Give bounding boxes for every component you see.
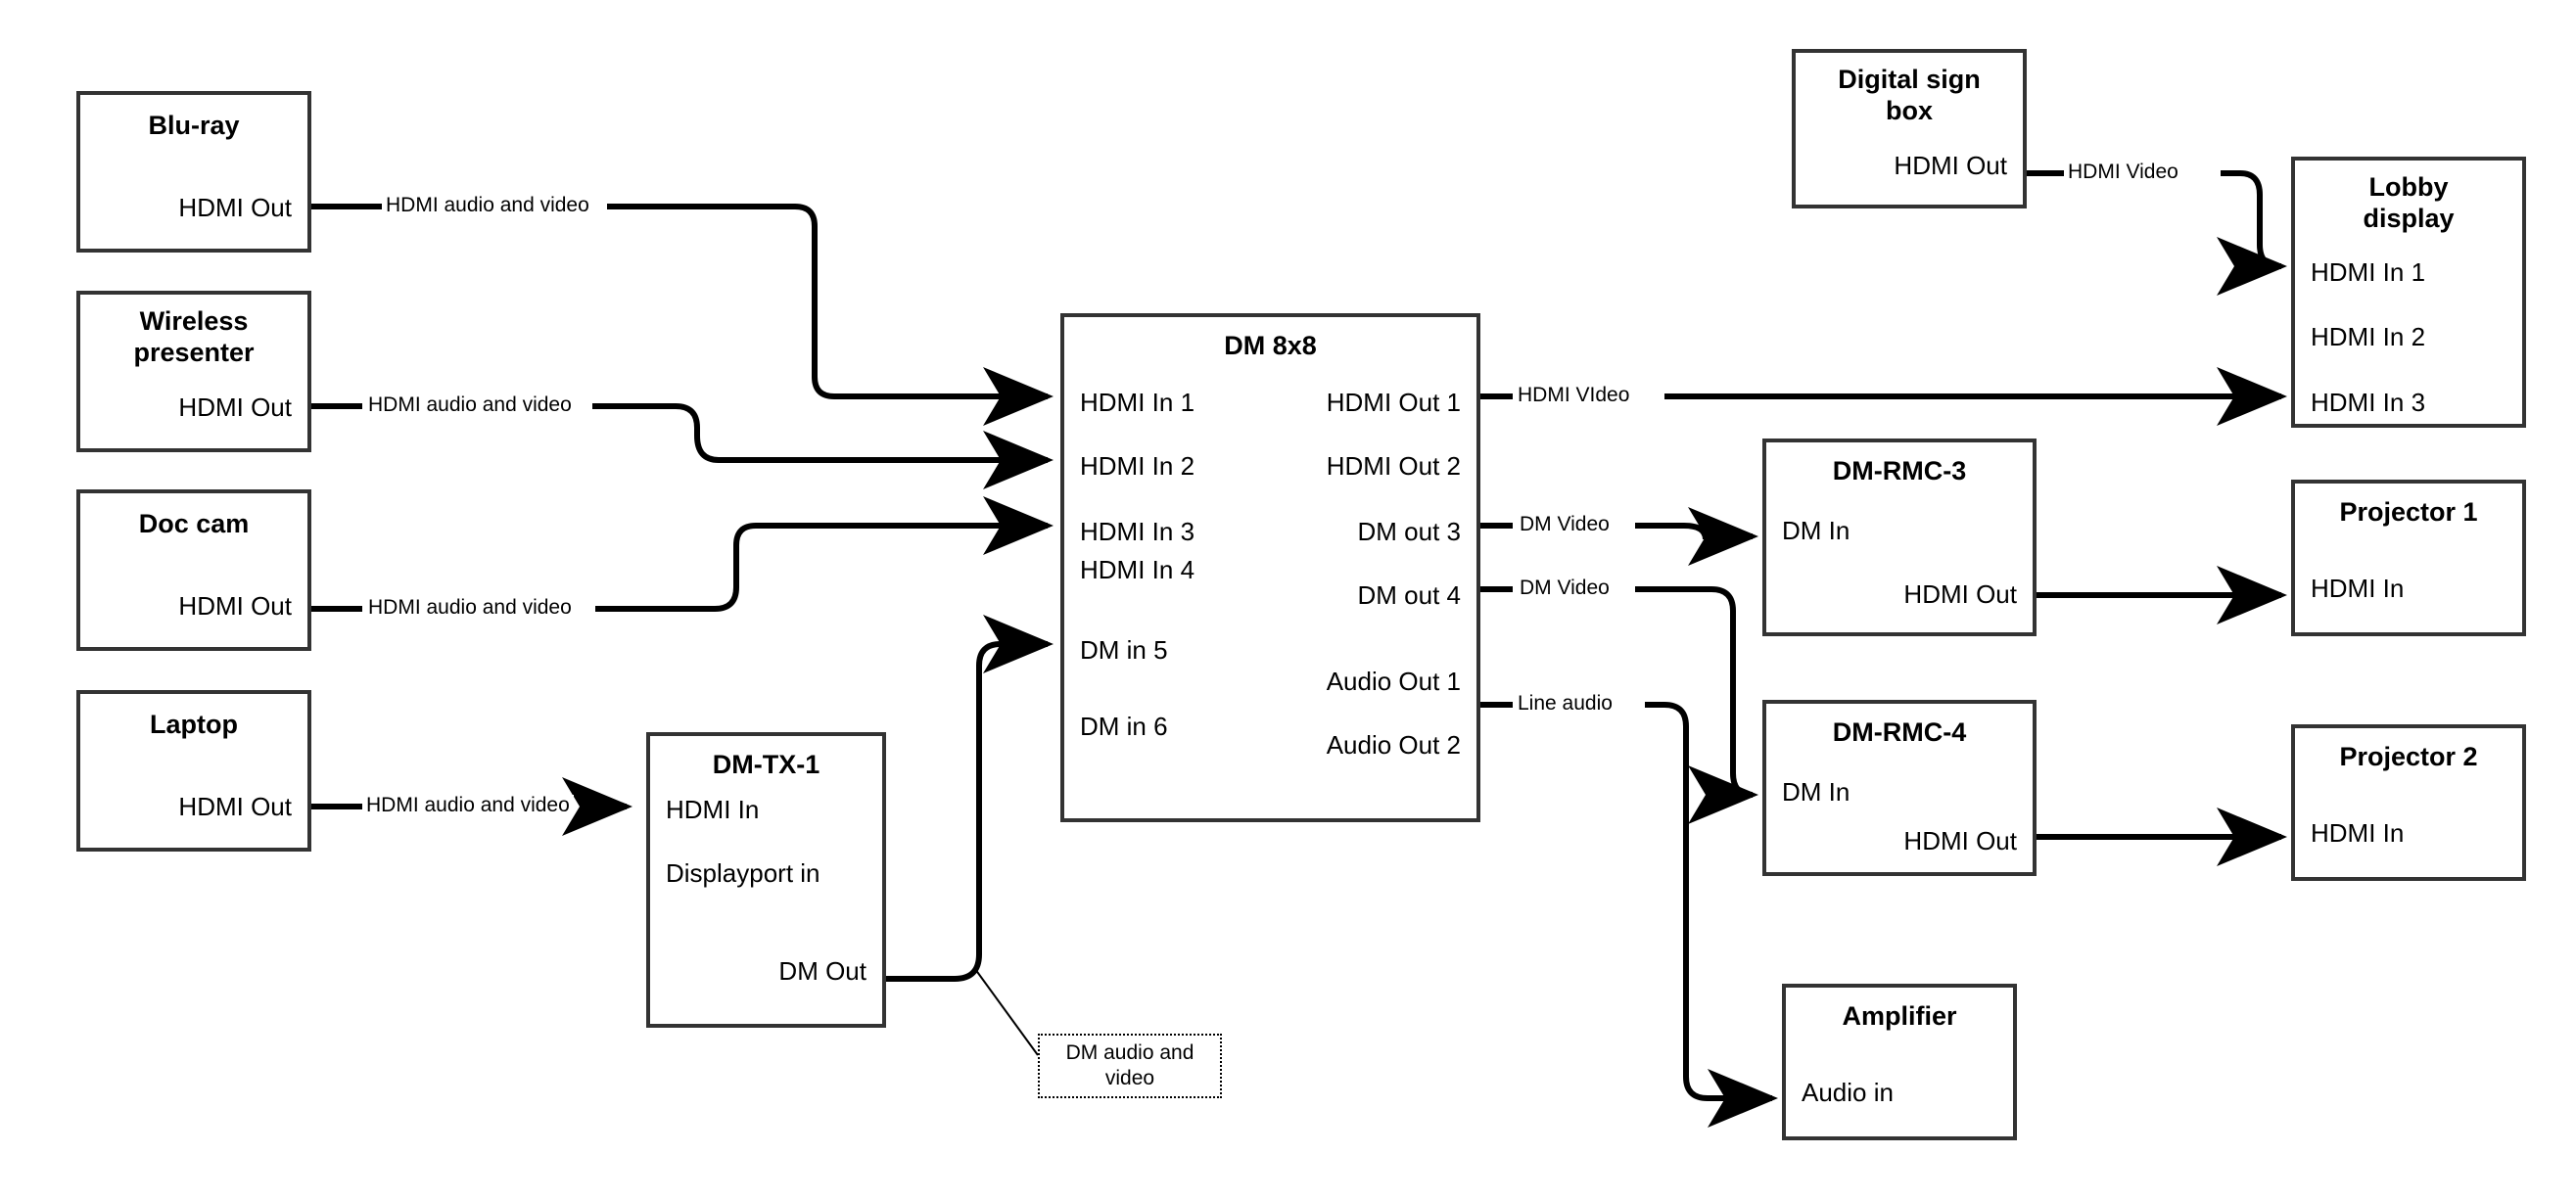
node-title: Projector 1	[2339, 497, 2478, 527]
node-doc-cam[interactable]: Doc cam HDMI Out	[76, 489, 311, 651]
port-hdmi-out-2: HDMI Out 2	[1326, 451, 1461, 481]
wire-label-signbox: HDMI Video	[2064, 162, 2182, 182]
port-hdmi-in: HDMI In	[2311, 574, 2405, 603]
node-title: DM 8x8	[1224, 331, 1317, 360]
port-dm-in: DM In	[1782, 516, 1850, 545]
node-amplifier[interactable]: Amplifier Audio in	[1782, 984, 2017, 1140]
node-title: DM-TX-1	[712, 750, 820, 779]
node-lobby-display[interactable]: Lobby display HDMI In 1 HDMI In 2 HDMI I…	[2291, 157, 2526, 428]
port-hdmi-in-3: HDMI In 3	[2311, 388, 2426, 417]
node-digital-sign-box[interactable]: Digital sign box HDMI Out	[1792, 49, 2027, 208]
node-title: Doc cam	[138, 509, 250, 538]
port-hdmi-out-1: HDMI Out 1	[1326, 388, 1461, 417]
port-dm-in-6: DM in 6	[1080, 712, 1168, 741]
node-title: DM-RMC-4	[1832, 717, 1967, 747]
node-title: Projector 2	[2339, 742, 2478, 771]
node-title: Blu-ray	[148, 111, 240, 140]
node-dm-tx-1[interactable]: DM-TX-1 HDMI In Displayport in DM Out	[646, 732, 886, 1028]
port-audio-out-1: Audio Out 1	[1326, 667, 1461, 696]
node-title: Laptop	[150, 710, 238, 739]
wire-dm-audio1-to-amplifier	[1480, 702, 1772, 1098]
node-title: Digital sign box	[1838, 65, 1981, 125]
port-dm-in: DM In	[1782, 777, 1850, 807]
wire-label-audio-out1: Line audio	[1514, 693, 1616, 714]
node-bluray[interactable]: Blu-ray HDMI Out	[76, 91, 311, 253]
node-dm-rmc-3[interactable]: DM-RMC-3 DM In HDMI Out	[1762, 439, 2037, 636]
port-dm-out: DM Out	[778, 956, 866, 986]
node-title: Lobby display	[2363, 172, 2455, 233]
port-hdmi-in-2: HDMI In 2	[1080, 451, 1195, 481]
port-hdmi-in-3: HDMI In 3	[1080, 517, 1195, 546]
port-dm-in-5: DM in 5	[1080, 635, 1168, 665]
port-hdmi-out: HDMI Out	[178, 792, 292, 821]
node-wireless-presenter[interactable]: Wireless presenter HDMI Out	[76, 291, 311, 452]
port-audio-in: Audio in	[1802, 1078, 1894, 1107]
port-audio-out-2: Audio Out 2	[1326, 730, 1461, 760]
port-hdmi-out: HDMI Out	[178, 393, 292, 422]
wire-signbox-to-lobby-in1	[2027, 170, 2281, 266]
wire-label-wireless: HDMI audio and video	[364, 394, 576, 415]
port-dm-out-3: DM out 3	[1357, 517, 1462, 546]
port-hdmi-in-1: HDMI In 1	[2311, 257, 2426, 287]
node-dm-rmc-4[interactable]: DM-RMC-4 DM In HDMI Out	[1762, 700, 2037, 876]
node-title: Wireless presenter	[133, 306, 255, 367]
port-hdmi-in-4: HDMI In 4	[1080, 555, 1195, 584]
annotation-text: DM audio and video	[1065, 1041, 1194, 1089]
wire-label-laptop: HDMI audio and video	[362, 795, 574, 815]
port-hdmi-out: HDMI Out	[178, 591, 292, 621]
port-displayport-in: Displayport in	[666, 858, 820, 888]
node-projector-2[interactable]: Projector 2 HDMI In	[2291, 724, 2526, 881]
wire-label-dm-out3: DM Video	[1516, 514, 1614, 534]
node-title: Amplifier	[1842, 1001, 1957, 1031]
wire-label-dm-out1: HDMI VIdeo	[1514, 385, 1634, 405]
annotation-dm-audio-video: DM audio and video	[1038, 1034, 1222, 1098]
node-projector-1[interactable]: Projector 1 HDMI In	[2291, 480, 2526, 636]
port-hdmi-in-2: HDMI In 2	[2311, 322, 2426, 351]
wire-label-bluray: HDMI audio and video	[382, 195, 593, 215]
wire-dmtx1-to-dm-in5	[886, 615, 1054, 982]
port-hdmi-in: HDMI In	[666, 795, 760, 824]
port-dm-out-4: DM out 4	[1357, 580, 1462, 610]
wire-label-dm-out4: DM Video	[1516, 577, 1614, 598]
port-hdmi-out: HDMI Out	[1894, 151, 2007, 180]
port-hdmi-out: HDMI Out	[1903, 826, 2017, 855]
node-dm-8x8[interactable]: DM 8x8 HDMI In 1 HDMI In 2 HDMI In 3 HDM…	[1060, 313, 1480, 822]
port-hdmi-out: HDMI Out	[1903, 579, 2017, 609]
port-hdmi-out: HDMI Out	[178, 193, 292, 222]
node-title: DM-RMC-3	[1832, 456, 1967, 485]
wire-label-doccam: HDMI audio and video	[364, 597, 576, 618]
port-hdmi-in: HDMI In	[2311, 818, 2405, 848]
port-hdmi-in-1: HDMI In 1	[1080, 388, 1195, 417]
wire-bluray-to-dm-in1	[311, 204, 1048, 396]
node-laptop[interactable]: Laptop HDMI Out	[76, 690, 311, 852]
leader-line-dm-note	[974, 968, 1039, 1056]
